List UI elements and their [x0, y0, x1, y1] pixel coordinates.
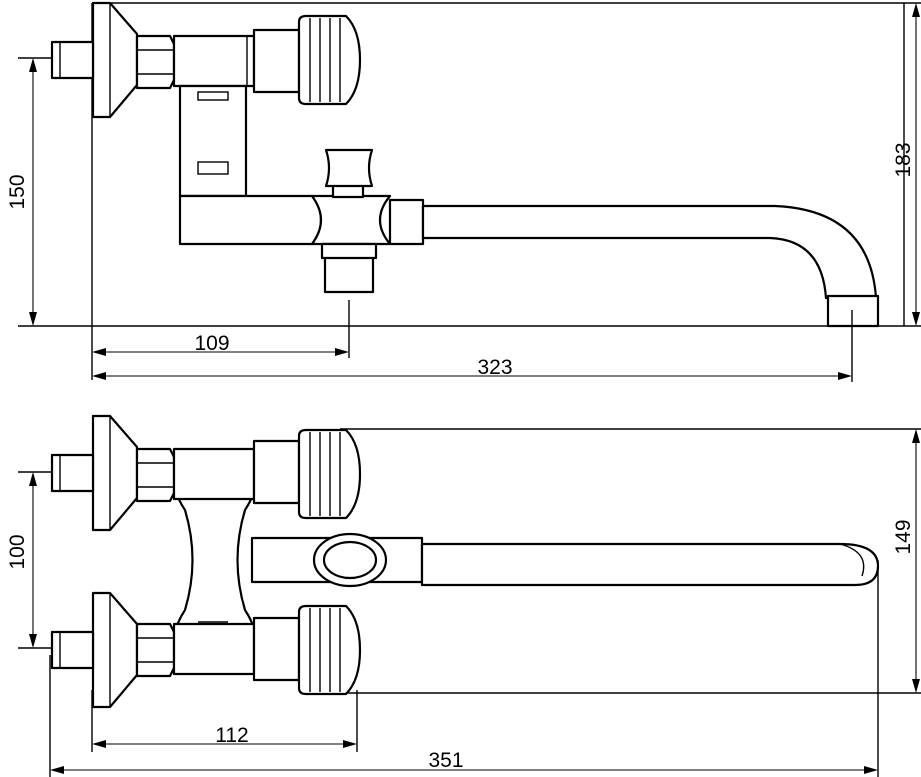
dim-height-right-plan: 149 [892, 519, 915, 554]
dim-width-total-plan: 351 [428, 749, 463, 772]
dim-height-left-plan: 100 [6, 534, 29, 569]
wall-flange-top [91, 1, 139, 119]
upper-valve-plan [50, 414, 362, 532]
dim-height-right-top: 183 [892, 142, 915, 177]
spout-coupling-top [388, 198, 425, 246]
aerator-top [826, 294, 880, 328]
lower-valve-plan [50, 591, 362, 709]
hex-nut-top [135, 34, 176, 90]
dim-height-left-top: 150 [6, 174, 29, 209]
outlet-nipple-top [323, 254, 375, 294]
dim-width-inlet-top: 109 [194, 332, 229, 355]
plan-view: 100 149 112 351 [6, 414, 921, 777]
valve-body-top [172, 34, 256, 88]
side-elevation-view: 150 183 109 323 [6, 1, 921, 382]
diverter-switch-top [310, 194, 392, 246]
inlet-pipe-top [50, 40, 95, 80]
down-pipe-top [178, 84, 248, 198]
dim-width-total-top: 323 [477, 356, 512, 379]
cartridge-top [252, 28, 301, 94]
diverter-knob-top [324, 148, 374, 188]
spout-plan [420, 542, 880, 587]
diverter-body-top [178, 194, 323, 246]
spout-top [421, 204, 878, 300]
dim-width-inlet-plan: 112 [215, 724, 248, 747]
